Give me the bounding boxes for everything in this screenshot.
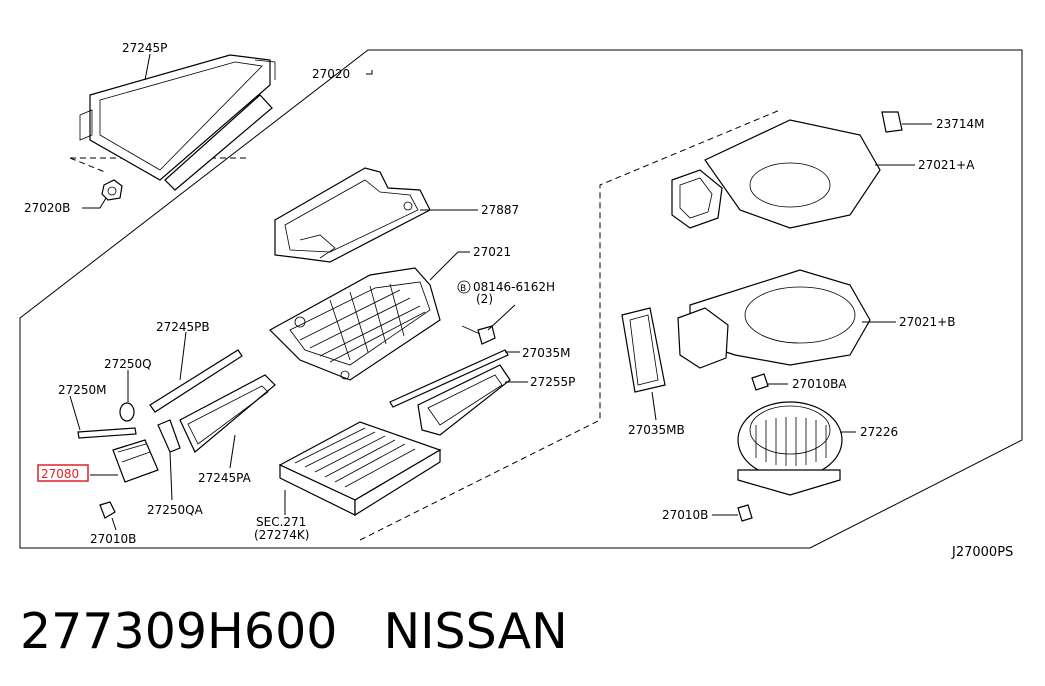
screw-27010B-left <box>99 501 116 519</box>
cabin-filter-sec271 <box>278 421 442 517</box>
label-08146: 08146-6162H <box>473 280 555 294</box>
label-27887: 27887 <box>481 203 519 217</box>
blower-case-upper-27021A <box>671 119 881 229</box>
blower-case-lower-27021B <box>677 269 871 369</box>
label-27255P: 27255P <box>530 375 575 389</box>
label-sec271: SEC.271 <box>256 515 306 529</box>
actuator-27080 <box>112 439 159 483</box>
label-27021B: 27021+B <box>899 315 955 329</box>
label-sec271b: (27274K) <box>254 528 309 542</box>
label-27010B-right: 27010B <box>662 508 708 522</box>
caption: 277309H600 NISSAN <box>20 596 568 666</box>
duct-27245P <box>79 54 276 191</box>
assembly-frame <box>19 49 1023 549</box>
label-27010BA: 27010BA <box>792 377 847 391</box>
bolt-08146 <box>461 325 496 345</box>
label-27020B: 27020B <box>24 201 70 215</box>
highlight-box <box>37 464 89 482</box>
label-27035M: 27035M <box>522 346 571 360</box>
part-number: 277309H600 <box>20 602 338 660</box>
label-27080: 27080 <box>41 467 79 481</box>
label-27250QA: 27250QA <box>147 503 204 517</box>
heater-case-27021 <box>269 267 441 381</box>
label-27245PA: 27245PA <box>198 471 252 485</box>
label-27245P: 27245P <box>122 41 167 55</box>
parts-diagram: 27245P 27020B 27020 27887 27021 B 08146-… <box>19 41 1023 560</box>
label-27020: 27020 <box>312 67 350 81</box>
label-27250Q: 27250Q <box>104 357 152 371</box>
screw-27010B-right <box>737 504 753 522</box>
seal-27035MB <box>621 307 666 393</box>
rod-27250M <box>77 427 137 439</box>
label-23714M: 23714M <box>936 117 985 131</box>
brand-name: NISSAN <box>383 602 568 660</box>
frame-27245PA <box>179 374 276 453</box>
label-27226: 27226 <box>860 425 898 439</box>
diagram-code: J27000PS <box>951 545 1013 560</box>
screw-27010BA <box>751 373 769 391</box>
cover-27887 <box>274 167 431 263</box>
separator-right <box>359 109 781 541</box>
bolt-symbol-icon <box>457 280 471 294</box>
label-27035MB: 27035MB <box>628 423 685 437</box>
blower-motor-27226 <box>737 401 843 496</box>
label-27010B-left: 27010B <box>90 532 136 546</box>
label-qty2: (2) <box>476 292 493 306</box>
frame-27255P <box>417 364 511 436</box>
seal-27035M <box>389 349 509 408</box>
label-27021A: 27021+A <box>918 158 975 172</box>
clip-27020B <box>101 179 123 201</box>
label-27245PB: 27245PB <box>156 320 210 334</box>
cap-23714M <box>881 111 903 133</box>
part-27250Q <box>119 402 135 422</box>
seal-27245PB <box>149 349 243 413</box>
label-27250M: 27250M <box>58 383 107 397</box>
link-27250QA <box>157 419 181 453</box>
bolt-symbol: B <box>460 284 466 294</box>
label-27021: 27021 <box>473 245 511 259</box>
